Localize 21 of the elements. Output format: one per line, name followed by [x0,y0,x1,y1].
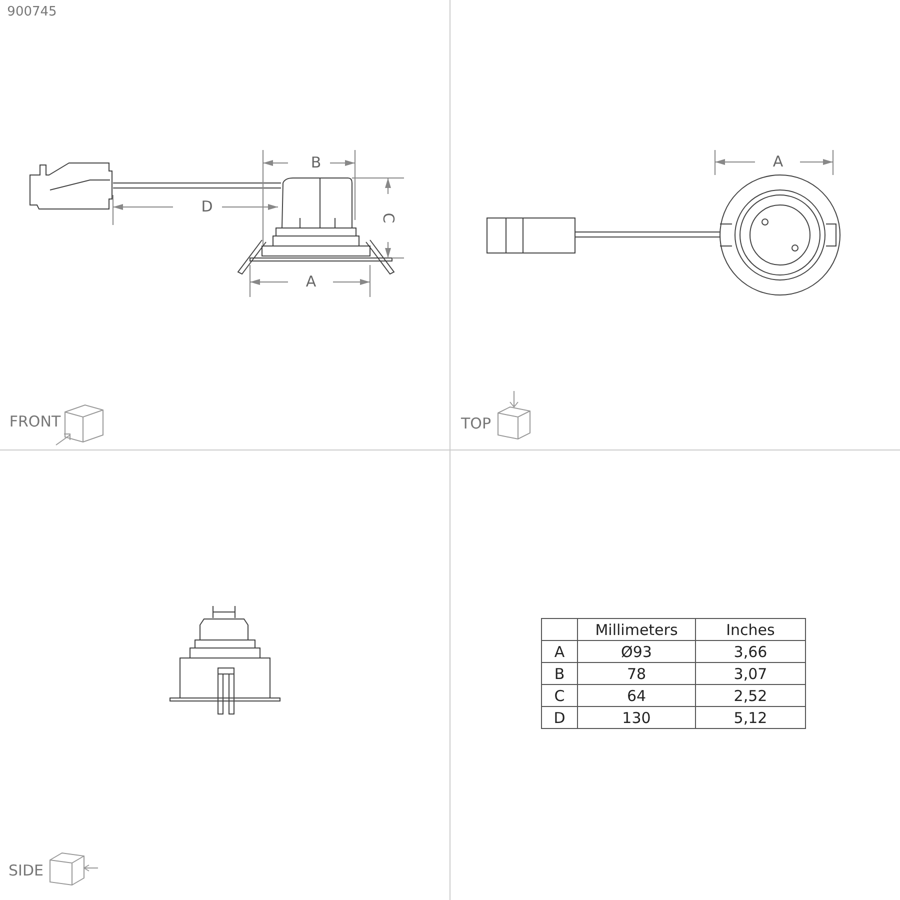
table-cell: B [542,662,578,684]
table-cell: 64 [578,684,696,706]
view-label: FRONT [9,414,61,430]
table-cell: Ø93 [578,640,696,662]
table-cell: D [542,706,578,728]
table-cell: Inches [696,618,806,640]
view-label: TOP [461,416,491,432]
table-cell: 130 [578,706,696,728]
table-cell: Millimeters [578,618,696,640]
dimension-label: A [304,274,318,290]
table-cell: 78 [578,662,696,684]
dimension-label: A [770,154,786,170]
table-cell: 3,07 [696,662,806,684]
view-label: SIDE [8,864,44,878]
table-cell: C [542,684,578,706]
product-number: 900745 [7,6,57,18]
table-cell: 2,52 [696,684,806,706]
dimension-label: C [380,210,396,226]
table-cell: 3,66 [696,640,806,662]
table-cell: A [542,640,578,662]
table-cell: 5,12 [696,706,806,728]
